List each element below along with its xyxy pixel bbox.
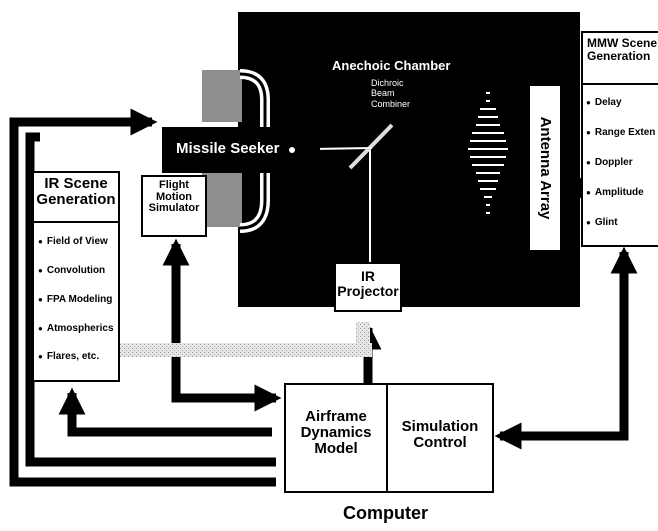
ir-scene-item: Flares, etc.: [38, 351, 99, 362]
combiner-line-3: Combiner: [371, 98, 411, 109]
gimbal-top: [202, 70, 242, 122]
simulation-control: Simulation Control: [386, 383, 494, 493]
airframe-line-1: Airframe: [305, 408, 367, 425]
airframe-dynamics-model: Airframe Dynamics Model: [284, 383, 388, 493]
ir-scene-item: Atmospherics: [38, 323, 114, 334]
fms-line-1: Flight: [159, 179, 189, 191]
fms-line-2: Motion: [155, 190, 193, 203]
gimbal-bottom: [202, 172, 242, 227]
arrow-airframe-to-ir-scene: [25, 132, 276, 467]
mmw-title-1: MMW Scene: [587, 36, 658, 50]
mmw-item: Glint: [586, 217, 618, 228]
fms-line-3: Simulator: [148, 202, 200, 215]
airframe-line-3: Model: [314, 439, 358, 457]
arrow-fms-airframe: [162, 238, 282, 412]
ir-scene-item: Convolution: [38, 265, 105, 276]
ir-feed-band-up: [356, 322, 370, 352]
computer-label: Computer: [343, 503, 428, 523]
arrow-simctl-mmw: [494, 246, 638, 450]
simctl-line-2: Control: [413, 433, 467, 451]
flight-motion-simulator: Flight Motion Simulator: [141, 175, 207, 237]
ir-scene-header: IR Scene Generation: [34, 173, 118, 223]
missile-seeker-body: [162, 127, 282, 173]
mmw-item: Amplitude: [586, 187, 644, 198]
seeker-aperture: [289, 147, 295, 153]
arrow-computer-to-seeker: [9, 108, 276, 487]
ir-projector: IR Projector: [334, 262, 402, 312]
mmw-item: Doppler: [586, 157, 633, 168]
ir-scene-title-2: Generation: [36, 190, 116, 208]
ir-scene-item: FPA Modeling: [38, 294, 113, 305]
antenna-array-label: Antenna Array: [536, 116, 554, 220]
ir-scene-item: Field of View: [38, 236, 108, 247]
antenna-array: Antenna Array: [528, 84, 562, 252]
combiner-line-1: Dichroic: [371, 78, 404, 88]
chamber-title: Anechoic Chamber: [332, 58, 451, 73]
ir-scene-generation: IR Scene Generation Field of View Convol…: [32, 171, 120, 382]
combiner-line-2: Beam: [371, 88, 395, 99]
ir-feed-band: [118, 343, 372, 357]
beam-combiner: [348, 123, 394, 170]
beam-combiner-label: Dichroic Beam Combiner: [371, 78, 410, 109]
antenna-elements: [468, 92, 508, 214]
ir-projector-line-2: Projector: [337, 282, 399, 299]
mmw-item: Delay: [586, 97, 622, 108]
mmw-title-2: Generation: [587, 48, 651, 63]
ir-projector-line-1: IR: [361, 268, 375, 284]
simctl-line-1: Simulation: [401, 418, 479, 435]
arrow-ir-scene-airframe: [58, 387, 272, 437]
mmw-item: Range Exten: [586, 127, 656, 138]
mmw-scene-generation: MMW Scene Generation Delay Range Exten D…: [581, 31, 658, 247]
ir-scene-title-1: IR Scene: [44, 175, 108, 192]
airframe-line-2: Dynamics: [300, 423, 372, 441]
beam-to-seeker: [310, 143, 373, 154]
mmw-header: MMW Scene Generation: [583, 33, 658, 85]
missile-seeker-label: Missile Seeker: [176, 140, 280, 157]
